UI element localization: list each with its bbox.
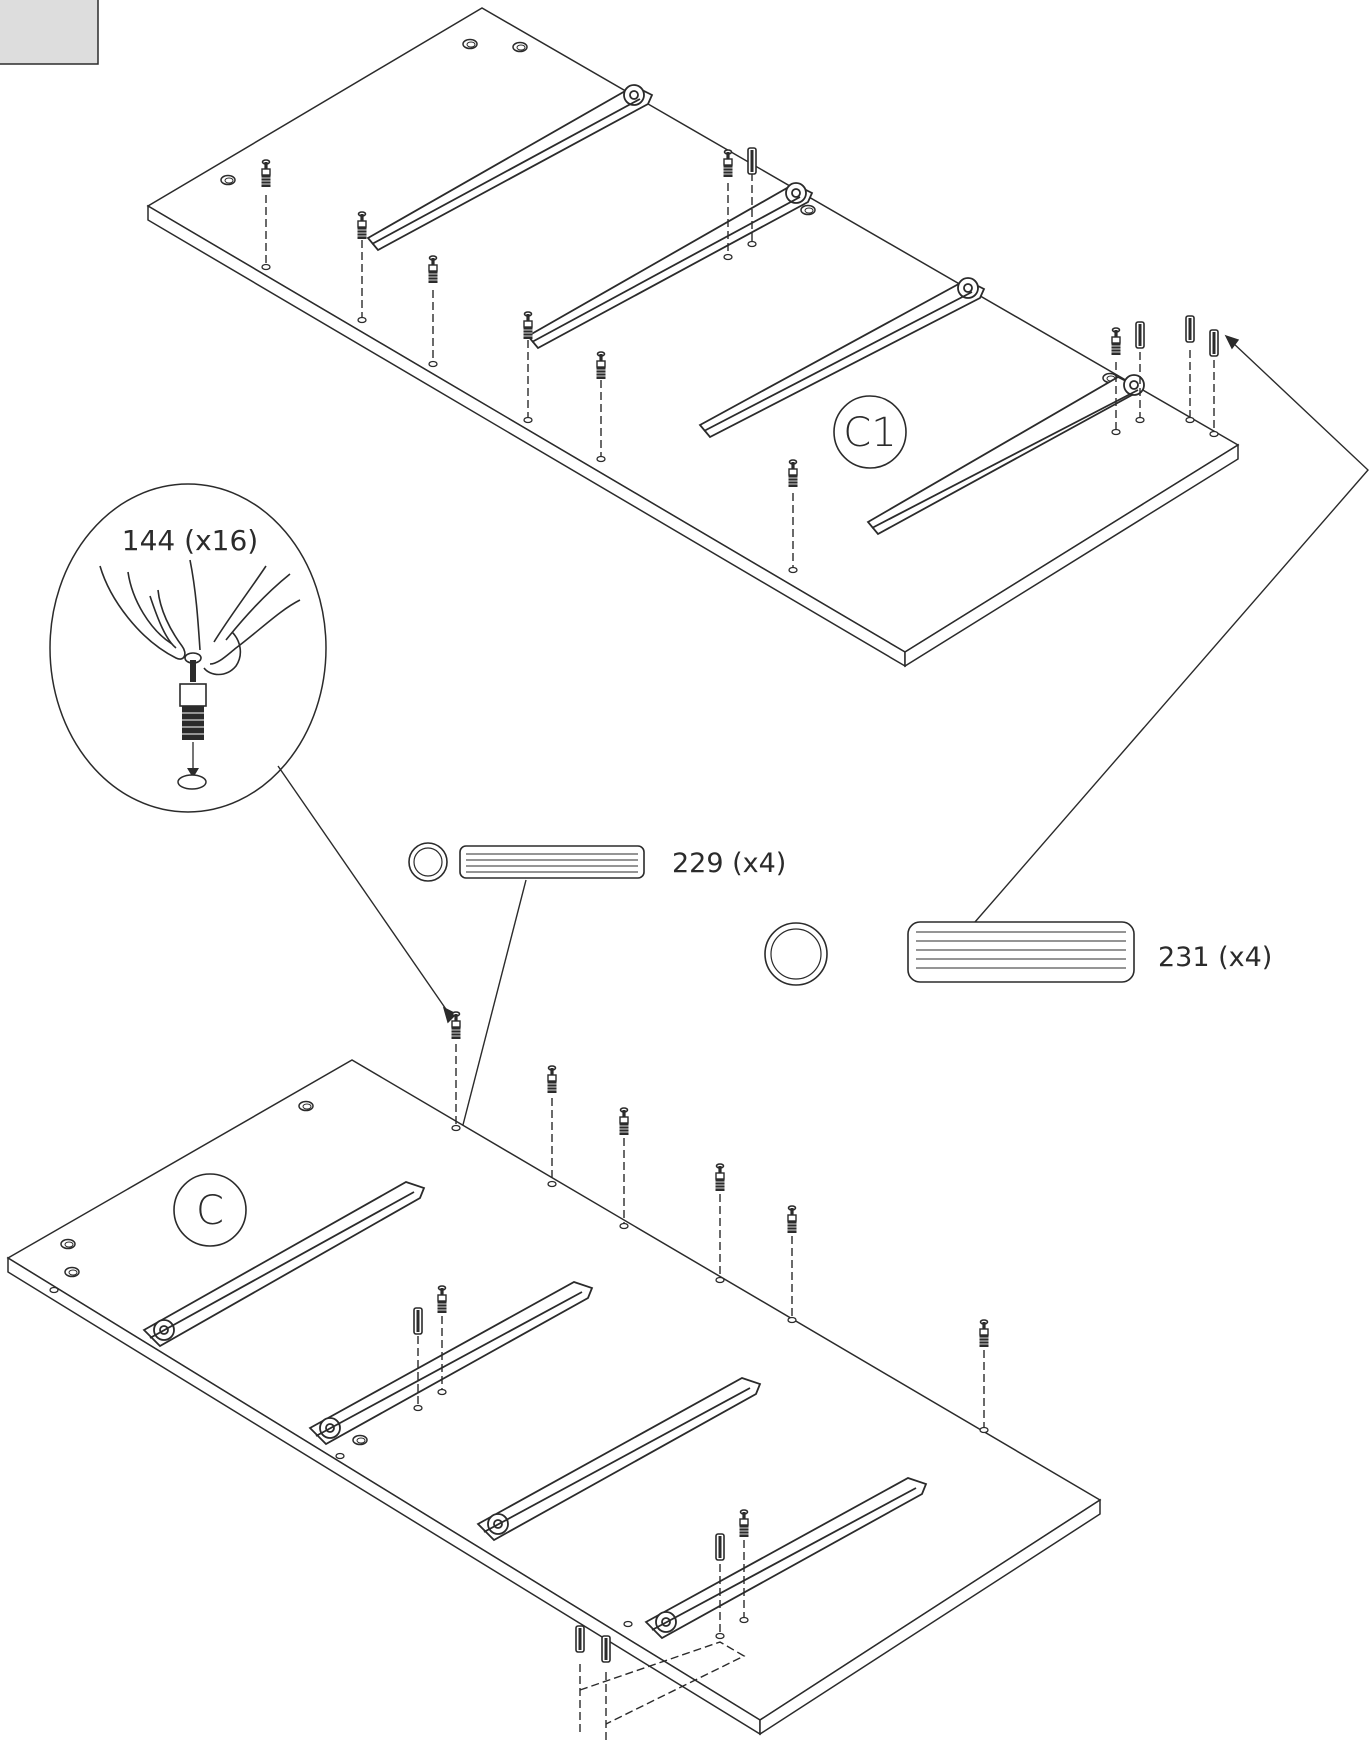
- part-231: 231 (x4): [764, 921, 1272, 986]
- panel-c-label-text: C: [196, 1188, 224, 1234]
- part-231-label: 231 (x4): [1158, 942, 1272, 973]
- drawer-runner-icon: [644, 1477, 928, 1640]
- panel-c-bolts: [417, 1044, 985, 1742]
- panel-c1-bolts: [265, 173, 1215, 568]
- leader-line-231: [974, 334, 1369, 923]
- wooden-dowel-icon: [907, 921, 1135, 983]
- panel-c-label: C: [173, 1173, 247, 1247]
- step-number-box: [0, 0, 99, 65]
- drawer-runner-icon: [308, 1281, 594, 1446]
- drawer-runner-icon: [866, 374, 1145, 536]
- panel-c: [6, 1059, 1102, 1736]
- callout-144: 144 (x16): [49, 483, 327, 813]
- drawer-runner-icon: [366, 84, 654, 252]
- drawer-runner-icon: [698, 277, 986, 439]
- cam-bolt-icon: [177, 652, 207, 790]
- part-229: 229 (x4): [408, 842, 786, 882]
- panel-c1-label: C1: [833, 395, 907, 469]
- hand-icon: [99, 559, 301, 676]
- wooden-dowel-icon: [459, 845, 645, 879]
- drawer-runner-icon: [476, 1377, 762, 1542]
- panel-c1-label-text: C1: [843, 410, 896, 456]
- callout-144-label: 144 (x16): [122, 524, 258, 557]
- leader-line-144: [277, 765, 458, 1024]
- drawer-runner-icon: [526, 182, 814, 350]
- drawer-runner-icon: [142, 1181, 426, 1348]
- panel-c1: [146, 7, 1240, 668]
- part-229-label: 229 (x4): [672, 848, 786, 879]
